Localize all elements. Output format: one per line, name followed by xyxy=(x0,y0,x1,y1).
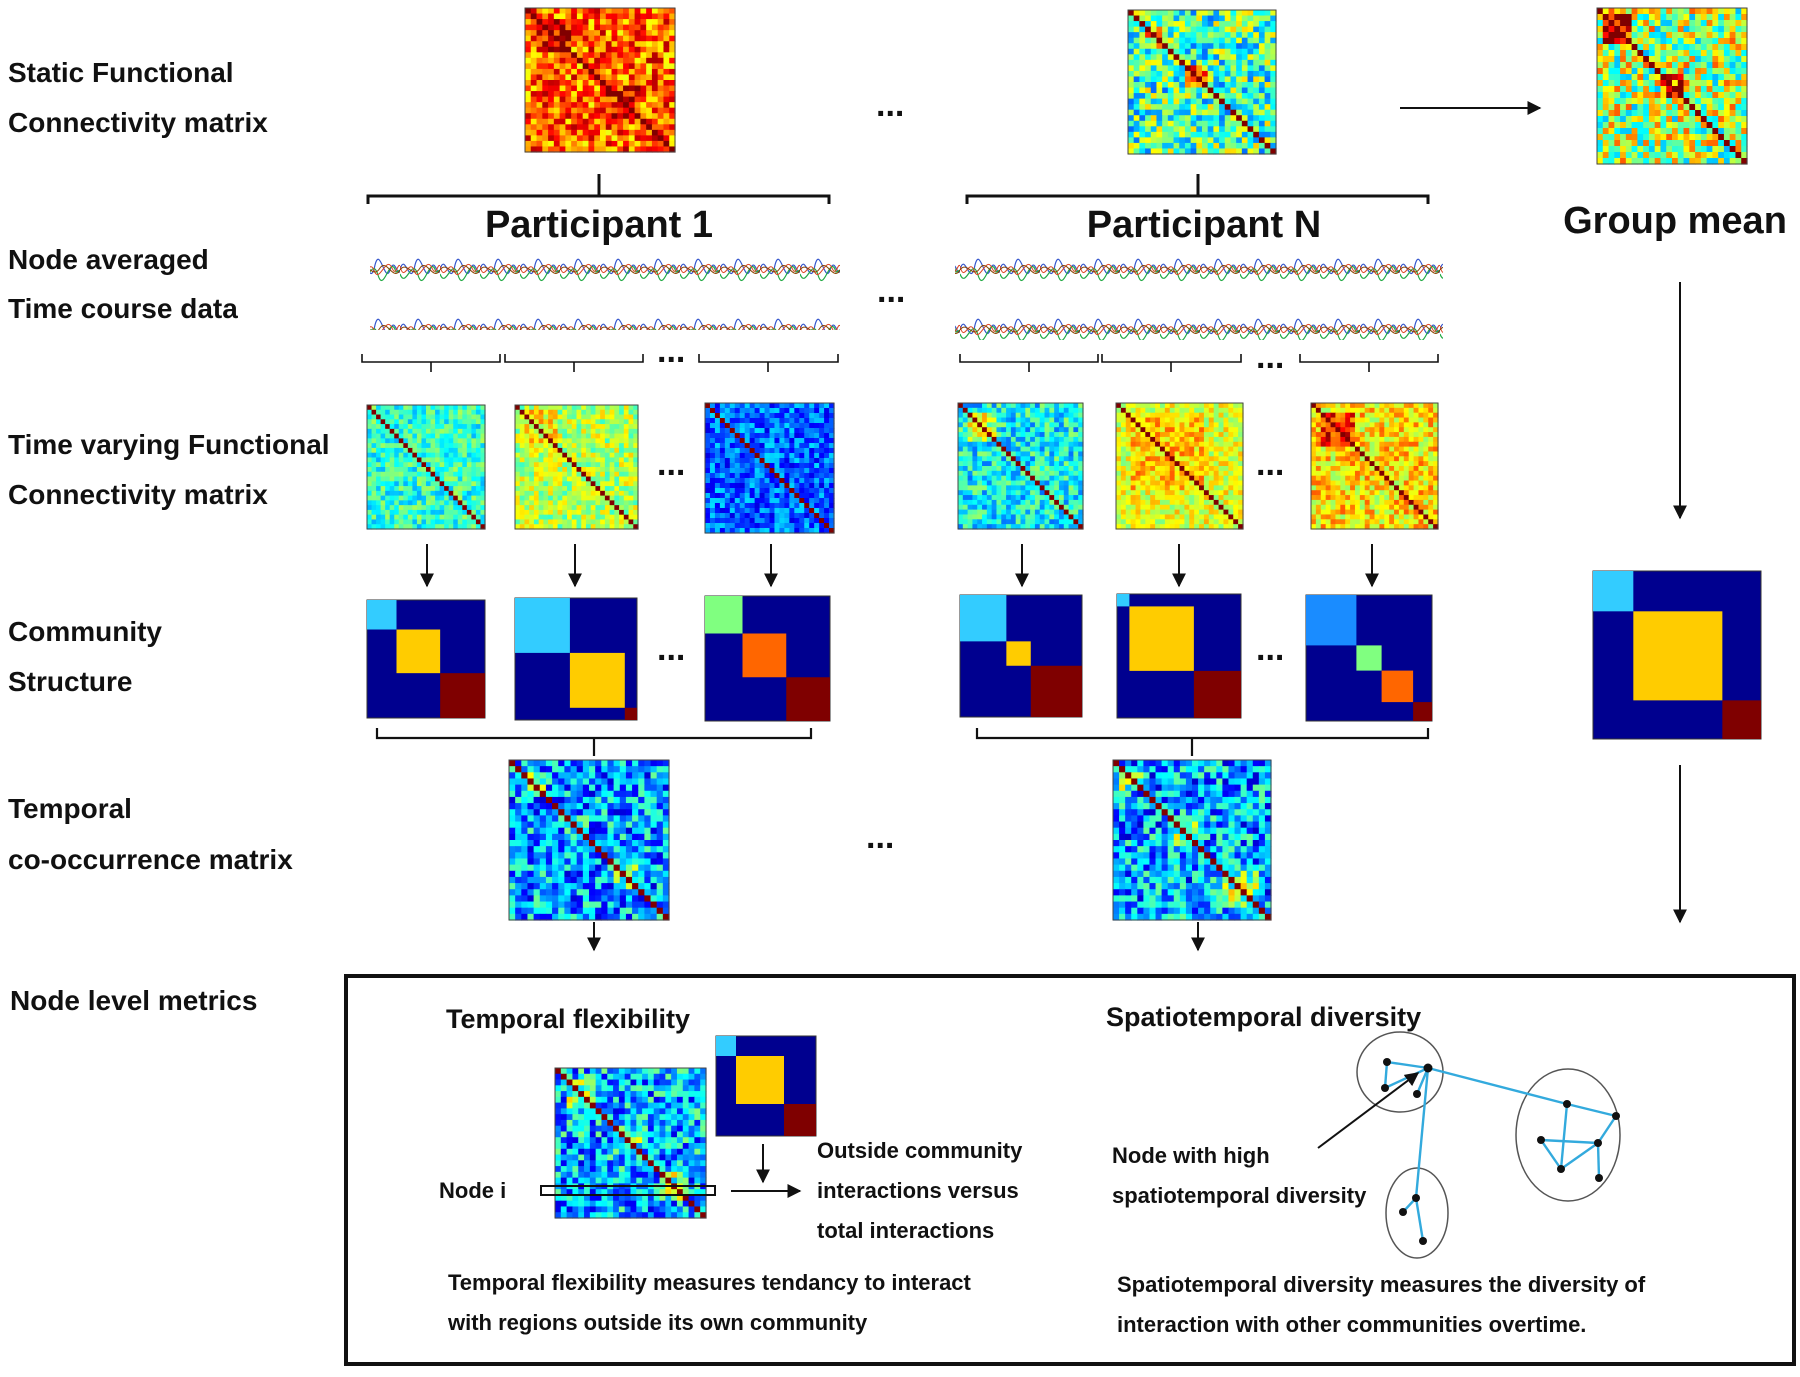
timecourse-participant-1 xyxy=(370,240,840,330)
ellipsis-cooccurrence: ... xyxy=(866,818,894,856)
static-fc-label-line1: Static Functional xyxy=(8,57,234,88)
cooccurrence-matrix-participant-n xyxy=(1113,760,1272,921)
cooccurrence-label-line1: Temporal xyxy=(8,793,132,824)
participant-1-title: Participant 1 xyxy=(485,204,713,246)
ellipsis-community-p1: ... xyxy=(657,630,685,668)
tvfc-matrix-p1-window-3 xyxy=(705,403,835,534)
ellipsis-static: ... xyxy=(876,86,904,124)
spatio-description-line1: Spatiotemporal diversity measures the di… xyxy=(1117,1272,1646,1297)
spatio-description-line2: interaction with other communities overt… xyxy=(1117,1312,1586,1337)
community-label-line2: Structure xyxy=(8,666,132,697)
arrow-high-diversity-node xyxy=(1318,1073,1418,1148)
ellipsis-community-pn: ... xyxy=(1256,630,1284,668)
community-matrix-pn-2 xyxy=(1117,594,1241,718)
spatiotemporal-network xyxy=(1318,1032,1620,1258)
tvfc-label-line2: Connectivity matrix xyxy=(8,479,268,510)
window-brace-p1-3 xyxy=(699,354,838,372)
temporal-flexibility-matrix xyxy=(555,1068,707,1219)
community-matrix-pn-1 xyxy=(960,595,1082,717)
window-brace-pn-1 xyxy=(960,354,1098,372)
tvfc-label-line1: Time varying Functional xyxy=(8,429,330,460)
bracket-participant-1 xyxy=(368,174,829,204)
window-brace-pn-2 xyxy=(1102,354,1241,372)
network-edges xyxy=(1385,1062,1616,1241)
ellipsis-window-pn: ... xyxy=(1256,338,1284,376)
node-high-diversity-line1: Node with high xyxy=(1112,1143,1270,1168)
ellipsis-timecourse: ... xyxy=(877,272,905,310)
bracket-community-p1 xyxy=(377,728,811,756)
static-fc-matrix-participant-1 xyxy=(525,8,676,153)
community-matrix-p1-3 xyxy=(705,596,830,721)
static-fc-label-line2: Connectivity matrix xyxy=(8,107,268,138)
node-i-label: Node i xyxy=(439,1178,506,1203)
static-fc-matrix-participant-n xyxy=(1128,10,1277,155)
temporal-flexibility-community-matrix xyxy=(716,1036,816,1136)
window-brace-p1-2 xyxy=(505,354,643,372)
cooccurrence-label-line2: co-occurrence matrix xyxy=(8,844,293,875)
community-matrix-group-mean xyxy=(1593,571,1761,739)
temporal-description-line2: with regions outside its own community xyxy=(447,1310,868,1335)
tvfc-matrix-pn-window-2 xyxy=(1116,403,1244,530)
cooccurrence-matrix-participant-1 xyxy=(509,760,670,921)
node-metrics-label: Node level metrics xyxy=(10,985,257,1016)
window-brace-pn-3 xyxy=(1300,354,1438,372)
temporal-description-line1: Temporal flexibility measures tendancy t… xyxy=(448,1270,972,1295)
outside-community-line1: Outside community xyxy=(817,1138,1023,1163)
tvfc-matrix-pn-window-1 xyxy=(958,403,1084,530)
tvfc-matrix-p1-window-1 xyxy=(367,405,486,530)
ellipsis-tvfc-pn: ... xyxy=(1256,445,1284,483)
community-label-line1: Community xyxy=(8,616,162,647)
bracket-community-pn xyxy=(977,728,1428,756)
tvfc-matrix-p1-window-2 xyxy=(515,405,639,530)
community-ellipse-1 xyxy=(1357,1032,1443,1112)
community-matrix-p1-2 xyxy=(515,598,637,720)
spatiotemporal-diversity-title: Spatiotemporal diversity xyxy=(1106,1002,1421,1032)
outside-community-line3: total interactions xyxy=(817,1218,994,1243)
window-brace-p1-1 xyxy=(362,354,500,372)
community-matrix-pn-3 xyxy=(1306,595,1432,721)
participant-n-title: Participant N xyxy=(1087,204,1321,246)
bracket-participant-n xyxy=(967,174,1428,204)
static-fc-matrix-group-mean xyxy=(1597,8,1748,165)
community-matrix-p1-1 xyxy=(367,600,485,718)
ellipsis-window-p1: ... xyxy=(657,332,685,370)
timecourse-label-line2: Time course data xyxy=(8,293,238,324)
tvfc-matrix-pn-window-3 xyxy=(1311,403,1439,530)
outside-community-line2: interactions versus xyxy=(817,1178,1019,1203)
ellipsis-tvfc-p1: ... xyxy=(657,445,685,483)
group-mean-title: Group mean xyxy=(1563,200,1787,242)
timecourse-participant-n xyxy=(955,245,1443,340)
node-high-diversity-line2: spatiotemporal diversity xyxy=(1112,1183,1367,1208)
temporal-flexibility-title: Temporal flexibility xyxy=(446,1004,690,1034)
timecourse-label-line1: Node averaged xyxy=(8,244,209,275)
